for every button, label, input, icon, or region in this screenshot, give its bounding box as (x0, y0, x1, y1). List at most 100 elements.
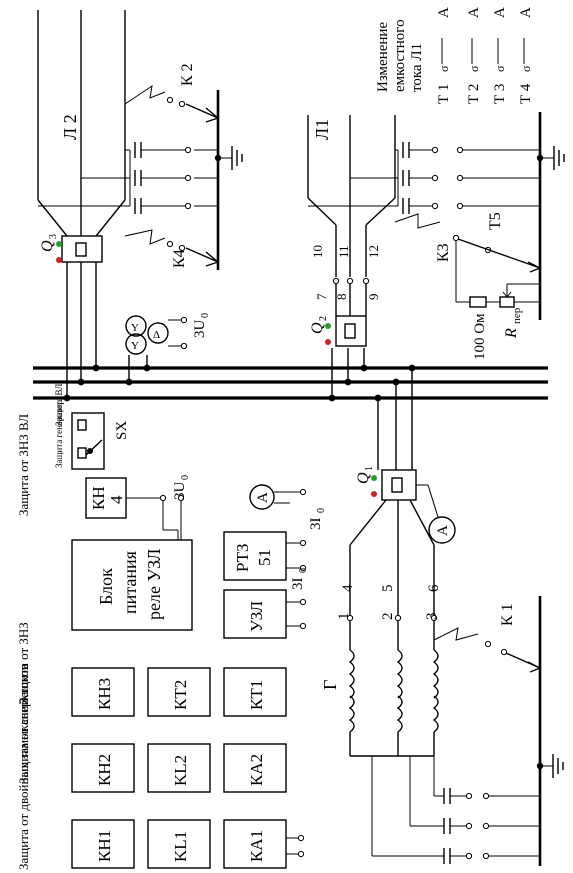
label-k3: К3 (435, 243, 452, 262)
terminal-3: 3 (424, 613, 440, 621)
q2-red-indicator (325, 339, 331, 345)
cap-table-title-1: Изменение (375, 22, 391, 92)
q3-red-indicator (56, 257, 62, 263)
label-l2: Л 2 (60, 114, 80, 140)
cap-row-t1-icon: σ (437, 65, 451, 72)
terminal-12: 12 (366, 245, 381, 258)
cap-row-t4-unit: А (518, 7, 534, 18)
l2-capacitor-1 (134, 198, 186, 214)
cap-row-t1-unit: А (436, 7, 452, 18)
l2-switch-terminal[interactable] (184, 146, 192, 154)
terminal-6: 6 (426, 584, 442, 592)
ammeter-relay (249, 484, 275, 510)
cap-row-t2-label: Т 2 (466, 84, 482, 104)
terminal-7: 7 (314, 293, 329, 300)
uzl-label: УЗЛ (247, 600, 266, 632)
cap-row-t4-label: Т 4 (518, 83, 534, 104)
header-vl-protection: Защита от ЗНЗ ВЛ (16, 414, 31, 516)
label-r-per: R (503, 328, 520, 339)
kn1-label: КН1 (95, 830, 114, 862)
label-q3: Q (39, 240, 56, 252)
cap-row-t2-unit: А (466, 7, 482, 18)
label-3u0-top: 3U (192, 320, 208, 339)
label-k4: К4 (171, 249, 188, 268)
kn3-label: КН3 (95, 678, 114, 710)
header-double-fault: Защита от двойных замыканий (16, 698, 31, 870)
kl1-label: KL1 (171, 831, 190, 862)
label-3u0-mid: 3U (172, 482, 188, 501)
label-100ohm: 100 Ом (472, 313, 488, 360)
rtz-line2: 51 (255, 549, 274, 566)
svg-text:Y: Y (131, 340, 139, 352)
q1-green-indicator (371, 475, 377, 481)
cap-table-title-2: емкостного (392, 19, 408, 92)
terminal-10: 10 (310, 245, 325, 258)
relay-rtz-51 (223, 531, 287, 581)
label-3i0-bot-sub: 0 (298, 568, 309, 573)
label-q1-sub: 1 (364, 466, 375, 471)
label-r-per-sub: пер (511, 307, 523, 324)
label-3u0-top-sub: 0 (200, 313, 211, 318)
ka1-label: КА1 (247, 830, 266, 862)
ammeter-b-symbol: A (435, 525, 451, 536)
kt2-label: КТ2 (171, 680, 190, 710)
label-q3-sub: 3 (48, 234, 59, 239)
cap-row-t3-label: Т 3 (492, 84, 508, 104)
header-overcurrent: Защита от сверхтоков (16, 664, 31, 784)
terminal-5: 5 (380, 585, 396, 593)
label-q2: Q (309, 322, 326, 334)
cap-row-t1-label: Т 1 (436, 84, 452, 104)
label-k1: К 1 (499, 603, 516, 626)
kt1-label: КТ1 (247, 680, 266, 710)
relay-kn1 (71, 819, 135, 869)
relay-uzl (223, 589, 287, 639)
label-3i0-bot: 3I (290, 578, 306, 591)
label-k2: К 2 (179, 63, 196, 86)
label-l1: Л1 (312, 119, 332, 140)
header-znz-protection: Защита от ЗНЗ (16, 622, 31, 704)
line-l2 (37, 10, 243, 398)
relay-ka2 (223, 743, 287, 793)
cap-row-t3-unit: А (492, 7, 508, 18)
kn4-line1: КН (89, 486, 108, 510)
relay-kt2 (147, 667, 211, 717)
terminal-4: 4 (340, 584, 356, 592)
ammeter-q1 (428, 516, 456, 544)
l1-switch-terminal[interactable] (431, 174, 439, 182)
rtz-line1: РТЗ (233, 543, 252, 572)
terminal-11: 11 (336, 245, 351, 258)
relay-kn3 (71, 667, 135, 717)
relay-kn4 (85, 477, 127, 519)
terminal-8: 8 (334, 294, 349, 301)
voltage-transformer-3u0: Y Y Δ (125, 315, 188, 382)
q3-green-indicator (56, 241, 62, 247)
kn4-line2: 4 (107, 495, 126, 504)
svg-text:Y: Y (131, 322, 139, 334)
label-q1: Q (355, 472, 372, 484)
l2-capacitor-3 (134, 142, 186, 158)
l2-switch-terminal[interactable] (184, 202, 192, 210)
relay-kl2 (147, 743, 211, 793)
svg-text:Δ: Δ (153, 329, 160, 341)
relay-blocks (71, 412, 307, 869)
label-sx: SX (114, 421, 130, 440)
q1-red-indicator (371, 491, 377, 497)
text-labels: Изменение емкостного тока Л1 Т 1 σ А Т 2… (16, 7, 534, 870)
relay-kn2 (71, 743, 135, 793)
l2-capacitor-2 (134, 170, 186, 186)
l2-switch-terminal[interactable] (184, 174, 192, 182)
power-line3: реле УЗЛ (144, 549, 164, 620)
kn2-label: КН2 (95, 754, 114, 786)
protection-selector-box[interactable] (71, 412, 105, 470)
label-gen: Г (320, 680, 340, 690)
q2-green-indicator (325, 323, 331, 329)
relay-kt1 (223, 667, 287, 717)
main-busbars (33, 364, 548, 402)
label-3i0-top-sub: 0 (316, 508, 327, 513)
kl2-label: KL2 (171, 755, 190, 786)
l1-switch-terminal[interactable] (431, 146, 439, 154)
relay-kl1 (147, 819, 211, 869)
l1-switch-terminal[interactable] (431, 202, 439, 210)
